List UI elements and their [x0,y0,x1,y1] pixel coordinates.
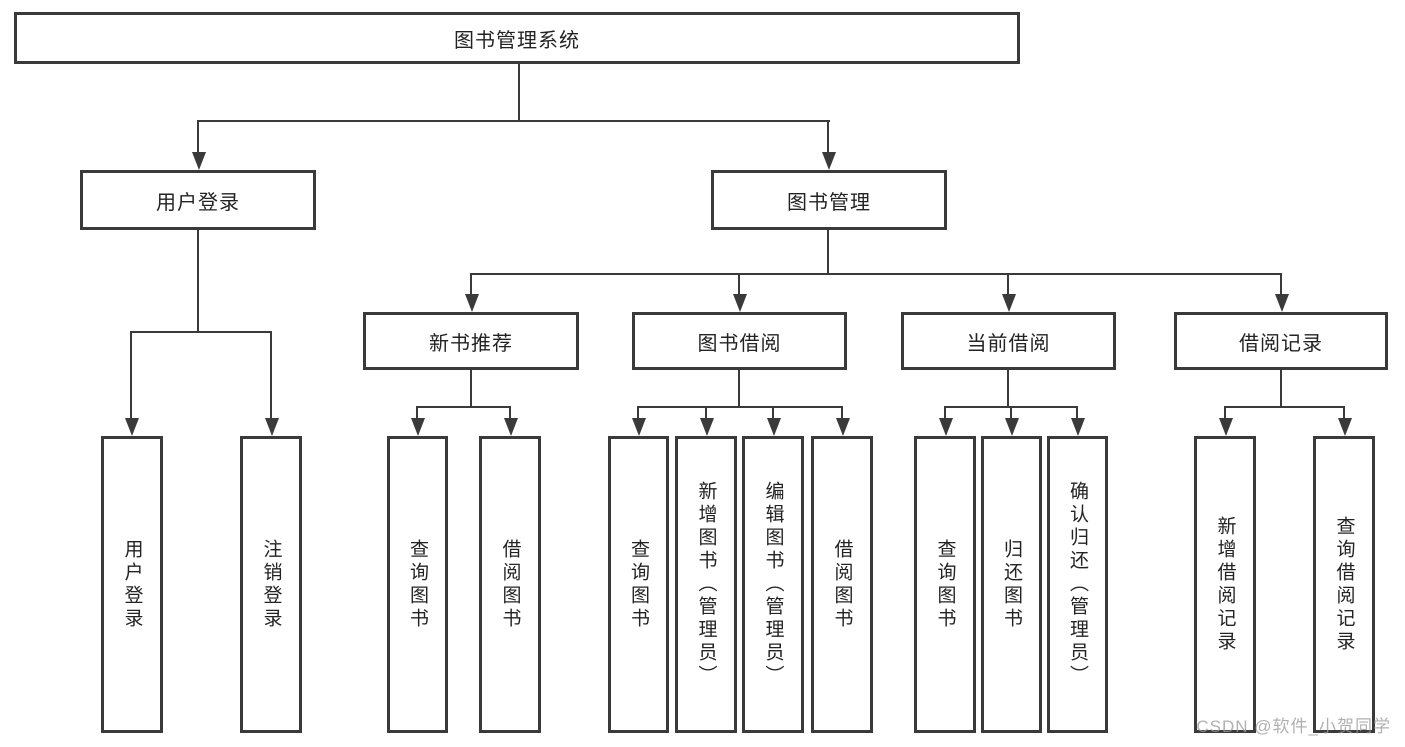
connector-to-book-borrow [738,273,740,296]
connector-leaf-stem [1224,406,1226,420]
connector-new-book-stem [470,368,472,408]
arrow-to-book-management-icon [822,152,836,170]
arrow-leaf-icon [1338,418,1352,436]
connector-root-split [197,120,830,122]
connector-leaf-stem [705,406,707,420]
node-borrow-records: 借阅记录 [1174,312,1388,370]
connector-leaf-stem [416,406,418,420]
arrow-leaf-icon [504,418,518,436]
node-user-login: 用户登录 [80,170,316,230]
connector-leaf-stem [1343,406,1345,420]
connector-new-book-split [416,406,511,408]
connector-user-login-stem [197,228,199,333]
connector-to-leaf-login [130,331,132,419]
connector-book-borrow-stem [738,368,740,408]
leaf-add-book-admin: 新增图书（管理员） [675,436,737,733]
leaf-borrow-books-recommend: 借阅图书 [479,436,541,733]
arrow-to-current-borrow-icon [1002,294,1016,312]
arrow-leaf-icon [411,418,425,436]
connector-leaf-stem [841,406,843,420]
arrow-to-book-borrow-icon [733,294,747,312]
arrow-to-leaf-login-icon [125,418,139,436]
connector-root-stem [518,62,520,122]
connector-leaf-stem [1010,406,1012,420]
connector-to-leaf-logout [270,331,272,419]
leaf-confirm-return-admin: 确认归还（管理员） [1047,436,1108,733]
arrow-leaf-icon [1071,418,1085,436]
arrow-leaf-icon [632,418,646,436]
arrow-to-borrow-records-icon [1275,294,1289,312]
arrow-to-user-login-icon [192,152,206,170]
arrow-leaf-icon [836,418,850,436]
connector-borrow-records-stem [1280,368,1282,408]
connector-to-book-management [827,120,829,154]
leaf-return-book: 归还图书 [981,436,1042,733]
leaf-add-borrow-record: 新增借阅记录 [1194,436,1256,733]
leaf-query-books-borrow: 查询图书 [608,436,669,733]
node-new-book-recommend: 新书推荐 [363,312,579,370]
arrow-leaf-icon [767,418,781,436]
arrow-leaf-icon [1005,418,1019,436]
arrow-leaf-icon [1219,418,1233,436]
leaf-query-books-current: 查询图书 [914,436,976,733]
arrow-to-new-book-icon [465,294,479,312]
connector-user-login-split [130,331,272,333]
connector-book-borrow-split [637,406,843,408]
connector-to-user-login [197,120,199,154]
node-library-management-system: 图书管理系统 [14,12,1020,64]
leaf-logout: 注销登录 [240,436,302,733]
arrow-leaf-icon [700,418,714,436]
node-book-borrow: 图书借阅 [632,312,847,370]
node-book-management: 图书管理 [711,170,947,230]
csdn-watermark: CSDN @软件_小贺同学 [1196,717,1391,736]
arrow-leaf-icon [939,418,953,436]
leaf-edit-book-admin: 编辑图书（管理员） [742,436,804,733]
connector-leaf-stem [637,406,639,420]
connector-leaf-stem [1076,406,1078,420]
connector-leaf-stem [772,406,774,420]
leaf-query-books-recommend: 查询图书 [387,436,448,733]
connector-to-current-borrow [1007,273,1009,296]
leaf-borrow-books: 借阅图书 [811,436,873,733]
leaf-user-login: 用户登录 [101,436,163,733]
arrow-to-leaf-logout-icon [265,418,279,436]
connector-leaf-stem [944,406,946,420]
leaf-query-borrow-record: 查询借阅记录 [1313,436,1375,733]
connector-to-borrow-records [1280,273,1282,296]
connector-leaf-stem [509,406,511,420]
connector-book-management-stem [827,228,829,275]
connector-book-management-split [470,273,1282,275]
node-current-borrow: 当前借阅 [901,312,1116,370]
connector-borrow-records-split [1224,406,1345,408]
connector-to-new-book [470,273,472,296]
connector-current-borrow-stem [1007,368,1009,408]
